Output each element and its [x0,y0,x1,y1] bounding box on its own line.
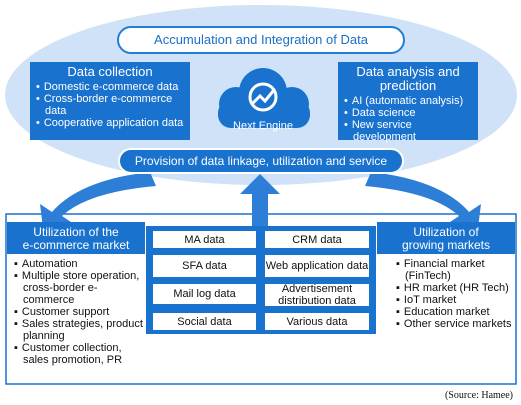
list-item: AI (automatic analysis) [344,95,472,107]
linkage-pill: Provision of data linkage, utilization a… [118,148,404,174]
data-analysis-panel: Data analysis and prediction AI (automat… [338,62,478,143]
title-pill: Accumulation and Integration of Data [117,26,405,54]
list-item: Automation [14,258,146,270]
list-item: IoT market [396,294,514,306]
right-market-list: Financial market (FinTech) HR market (HR… [396,258,514,330]
right-arrow [365,172,481,236]
list-item: Domestic e-commerce data [36,81,184,93]
list-item: Data science [344,107,472,119]
list-item: Sales strategies, product planning [14,318,146,342]
data-collection-panel: Data collection Domestic e-commerce data… [30,62,190,140]
source-caption: (Source: Hamee) [444,390,513,401]
list-item: Financial market (FinTech) [396,258,514,282]
web-application-data-box: Web application data [264,254,370,278]
left-arrow [40,172,156,236]
sfa-data-box: SFA data [152,254,257,278]
list-item: Multiple store operation, cross-border e… [14,270,146,306]
center-arrow-head [240,174,280,194]
list-item: Other service markets [396,318,514,330]
ma-data-box: MA data [152,230,257,249]
mail-log-data-box: Mail log data [152,283,257,305]
data-analysis-list: AI (automatic analysis) Data science New… [344,95,472,143]
list-item: New service development [344,119,472,143]
heading-line: growing markets [401,238,491,252]
heading-line: Utilization of [413,225,479,239]
heading-line: Utilization of the [33,225,119,239]
list-item: Education market [396,306,514,318]
left-market-list: Automation Multiple store operation, cro… [14,258,146,366]
chart-check-icon [248,82,278,112]
next-engine-label: Next Engine [233,120,293,132]
crm-data-box: CRM data [264,230,370,249]
list-item: Customer support [14,306,146,318]
list-item: Cooperative application data [36,117,184,129]
data-collection-list: Domestic e-commerce data Cross-border e-… [36,81,184,129]
list-item: Cross-border e-commerce data [36,93,184,117]
center-arrow-shaft [252,190,268,226]
social-data-box: Social data [152,312,257,331]
data-analysis-heading: Data analysis and prediction [356,64,460,93]
data-collection-heading: Data collection [67,64,153,79]
right-market-heading: Utilization of growing markets [377,222,515,254]
advertisement-data-box: Advertisement distribution data [264,283,370,307]
list-item: Customer collection, sales promotion, PR [14,342,146,366]
heading-line: e-commerce market [22,238,130,252]
left-market-heading: Utilization of the e-commerce market [7,222,145,254]
various-data-box: Various data [264,312,370,331]
list-item: HR market (HR Tech) [396,282,514,294]
